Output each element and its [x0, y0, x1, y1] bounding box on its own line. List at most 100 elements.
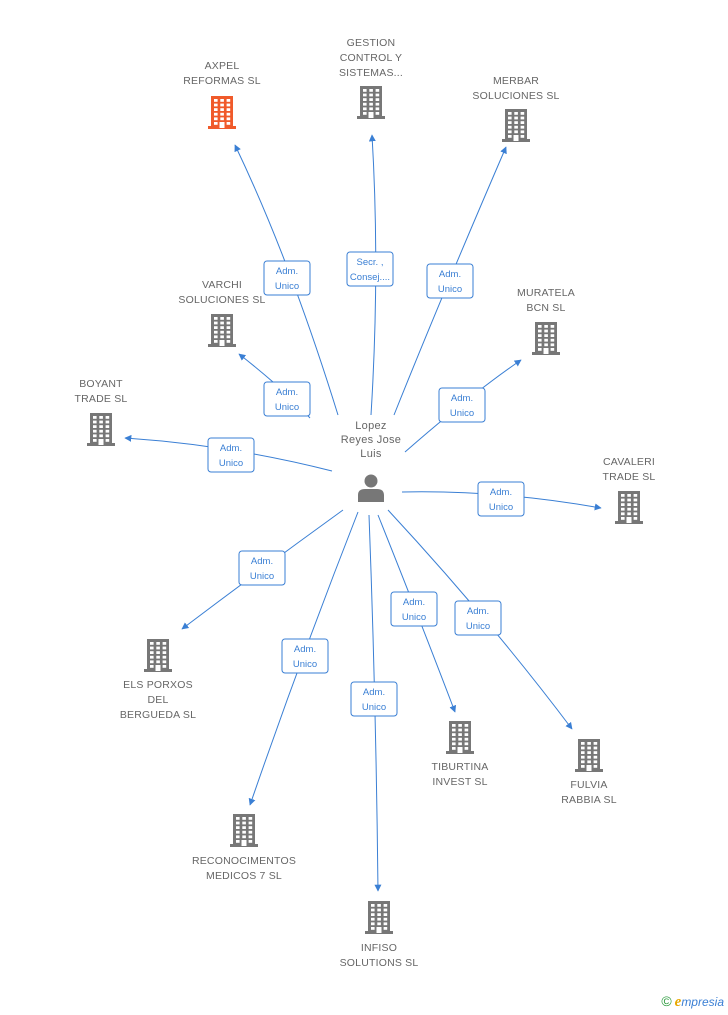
role-label-cavaleri[interactable]: Adm. Unico: [477, 481, 525, 517]
role-box: [426, 263, 474, 299]
role-box: [477, 481, 525, 517]
company-label: SOLUTIONS SL: [340, 957, 419, 969]
role-text: Consej....: [350, 272, 390, 283]
role-text: Unico: [438, 284, 462, 295]
company-node-tiburtina[interactable]: TIBURTINA INVEST SL: [431, 721, 488, 788]
brand-name: mpresia: [681, 995, 724, 1009]
role-box: [207, 437, 255, 473]
role-text: Adm.: [451, 393, 473, 404]
person-icon: [358, 474, 384, 502]
person-label: Lopez: [355, 420, 386, 432]
role-box: [454, 600, 502, 636]
role-label-tiburtina[interactable]: Adm.Unico: [390, 591, 438, 627]
role-label-merbar[interactable]: Adm.Unico: [426, 263, 474, 299]
company-label: GESTION: [347, 37, 396, 49]
role-label-infiso[interactable]: Adm.Unico: [350, 681, 398, 717]
role-label-axpel[interactable]: Adm. Unico: [263, 260, 311, 296]
role-text: Unico: [489, 502, 513, 513]
company-node-infiso[interactable]: INFISO SOLUTIONS SL: [340, 901, 419, 969]
role-box: [350, 681, 398, 717]
role-text: Unico: [466, 621, 490, 632]
role-label-porxos[interactable]: Adm. Unico: [238, 550, 286, 586]
role-label-gestion[interactable]: Secr. , Consej....: [346, 251, 394, 287]
building-icon: [502, 109, 530, 142]
company-node-axpel[interactable]: AXPEL REFORMAS SL: [183, 60, 261, 129]
role-box: [390, 591, 438, 627]
role-text: Adm.: [294, 644, 316, 655]
company-label: INVEST SL: [432, 776, 487, 788]
company-label: BERGUEDA SL: [120, 709, 196, 721]
building-icon: [357, 86, 385, 119]
edges: [124, 134, 602, 892]
role-label-varchi[interactable]: Adm. Unico: [263, 381, 311, 417]
building-icon: [615, 491, 643, 524]
role-text: Unico: [450, 408, 474, 419]
company-node-boyant[interactable]: BOYANT TRADE SL: [75, 378, 128, 446]
role-text: Unico: [402, 612, 426, 623]
building-icon: [446, 721, 474, 754]
company-label: FULVIA: [570, 779, 607, 791]
company-nodes: AXPEL REFORMAS SL GESTION CONTROL Y SISTEMAS…: [75, 37, 656, 969]
role-box: [238, 550, 286, 586]
company-label: TIBURTINA: [431, 761, 488, 773]
building-icon: [144, 639, 172, 672]
role-text: Adm.: [490, 487, 512, 498]
role-label-boyant[interactable]: Adm. Unico: [207, 437, 255, 473]
role-text: Unico: [275, 402, 299, 413]
building-icon: [365, 901, 393, 934]
role-label-fulvia[interactable]: Adm. Unico: [454, 600, 502, 636]
company-label: RECONOCIMENTOS: [192, 855, 296, 867]
role-label-muratela[interactable]: Adm. Unico: [438, 387, 486, 423]
role-label-reconocimientos[interactable]: Adm. Unico: [281, 638, 329, 674]
role-text: Unico: [219, 458, 243, 469]
company-node-merbar[interactable]: MERBAR SOLUCIONES SL: [472, 75, 559, 142]
person-label: Luis: [360, 448, 382, 460]
role-text: Unico: [275, 281, 299, 292]
company-label: BOYANT: [79, 378, 123, 390]
role-box: [438, 387, 486, 423]
company-node-gestion[interactable]: GESTION CONTROL Y SISTEMAS...: [339, 37, 403, 119]
person-label: Reyes Jose: [341, 434, 401, 446]
role-text: Adm.: [276, 387, 298, 398]
company-label: CONTROL Y: [340, 52, 402, 64]
company-label: DEL: [147, 694, 168, 706]
company-label: MERBAR: [493, 75, 539, 87]
role-box: [263, 381, 311, 417]
role-text: Adm.: [467, 606, 489, 617]
company-label: ELS PORXOS: [123, 679, 193, 691]
role-text: Unico: [362, 702, 386, 713]
role-text: Adm.: [220, 443, 242, 454]
role-text: Unico: [250, 571, 274, 582]
company-node-varchi[interactable]: VARCHI SOLUCIONES SL: [178, 279, 265, 347]
role-text: Adm.: [251, 556, 273, 567]
company-label: INFISO: [361, 942, 397, 954]
building-icon: [575, 739, 603, 772]
role-box: [281, 638, 329, 674]
company-label: SOLUCIONES SL: [472, 90, 559, 102]
role-box: [346, 251, 394, 287]
building-icon: [532, 322, 560, 355]
company-label: VARCHI: [202, 279, 242, 291]
company-label: AXPEL: [205, 60, 240, 72]
role-text: Adm.: [276, 266, 298, 277]
company-label: TRADE SL: [603, 471, 656, 483]
company-label: MURATELA: [517, 287, 575, 299]
company-label: TRADE SL: [75, 393, 128, 405]
role-text: Unico: [293, 659, 317, 670]
building-icon: [230, 814, 258, 847]
building-icon: [87, 413, 115, 446]
company-label: REFORMAS SL: [183, 75, 260, 87]
copyright-symbol: ©: [661, 993, 672, 1009]
company-label: SOLUCIONES SL: [178, 294, 265, 306]
company-label: SISTEMAS...: [339, 67, 403, 79]
company-node-porxos[interactable]: ELS PORXOS DEL BERGUEDA SL: [120, 639, 196, 721]
building-icon: [208, 314, 236, 347]
role-text: Secr. ,: [357, 257, 384, 268]
